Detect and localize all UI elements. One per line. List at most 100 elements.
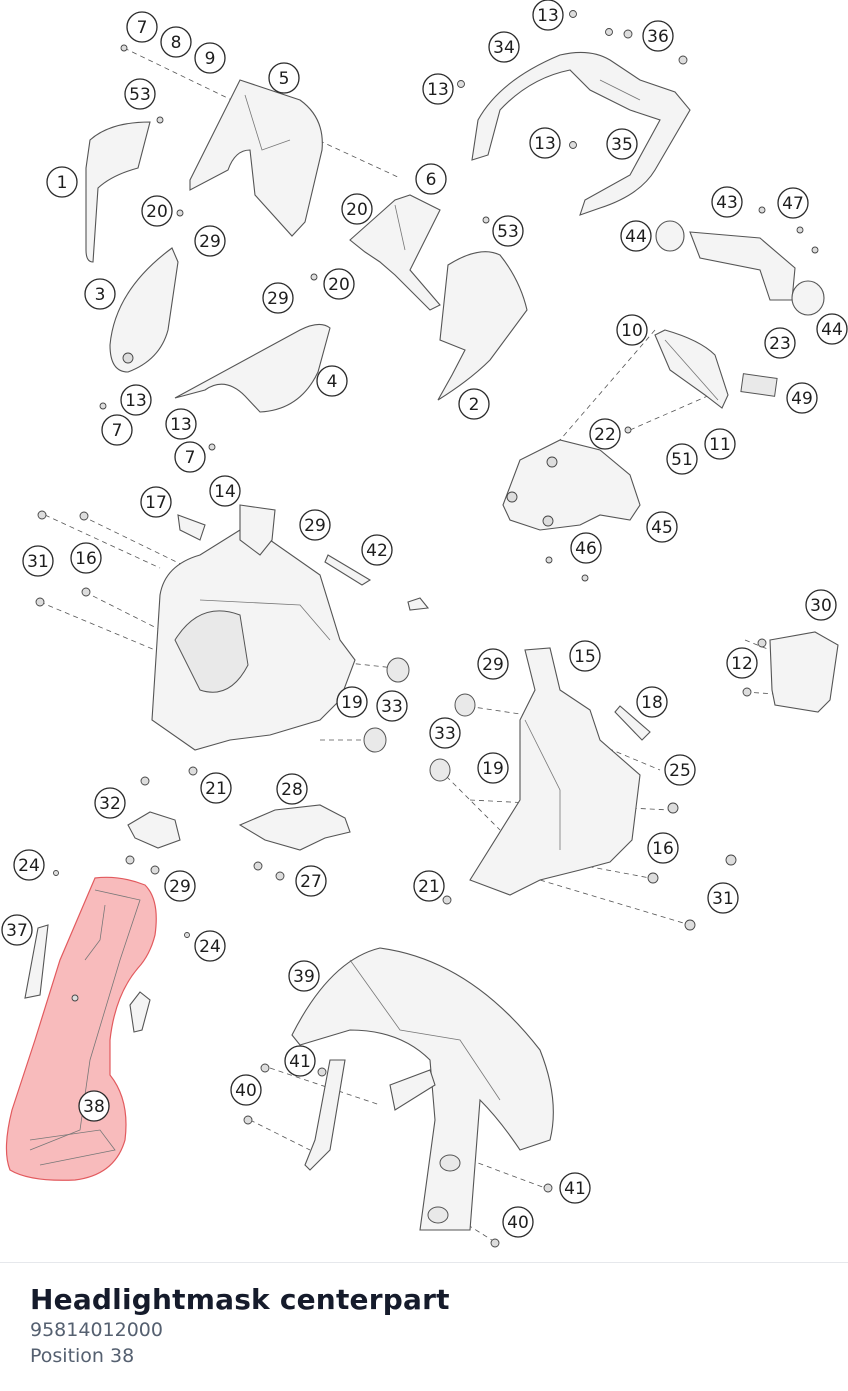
callout-label: 28 (281, 780, 303, 800)
callout-c13d: 13 (120, 384, 152, 416)
callout-label: 44 (821, 320, 843, 340)
callout-c20c: 20 (341, 193, 373, 225)
callout-c16a: 16 (70, 542, 102, 574)
callout-c53b: 53 (492, 215, 524, 247)
callout-c30: 30 (805, 589, 837, 621)
callout-label: 31 (27, 552, 49, 572)
callout-c24b: 24 (194, 930, 226, 962)
callout-label: 18 (641, 693, 663, 713)
callout-label: 27 (300, 872, 322, 892)
callout-c3: 3 (84, 278, 116, 310)
callout-label: 7 (185, 448, 196, 468)
headlightmask-centerpart-highlight[interactable] (5, 876, 157, 1181)
callout-label: 40 (507, 1213, 529, 1233)
front-fender (243, 947, 554, 1248)
part-info-panel: Headlightmask centerpart 95814012000 Pos… (0, 1262, 848, 1391)
callout-label: 53 (129, 85, 151, 105)
callout-label: 33 (434, 724, 456, 744)
callout-label: 16 (75, 549, 97, 569)
callout-c33a: 33 (376, 690, 408, 722)
callout-label: 21 (418, 877, 440, 897)
callout-label: 45 (651, 518, 673, 538)
callout-label: 31 (712, 889, 734, 909)
callout-label: 25 (669, 761, 691, 781)
callout-label: 47 (782, 194, 804, 214)
callout-c12: 12 (726, 647, 758, 679)
callout-label: 35 (611, 135, 633, 155)
callout-label: 38 (83, 1097, 105, 1117)
grab-handle (457, 10, 691, 216)
callout-label: 29 (169, 877, 191, 897)
callout-label: 10 (621, 321, 643, 341)
callout-c9: 9 (194, 42, 226, 74)
callout-c41b: 41 (559, 1172, 591, 1204)
callout-c8: 8 (160, 26, 192, 58)
callout-label: 32 (99, 794, 121, 814)
bracket-28 (238, 804, 351, 851)
fairing-panel-3 (109, 247, 179, 373)
callout-c15: 15 (569, 640, 601, 672)
fairing-panel-2 (437, 251, 528, 401)
clip-32 (127, 811, 181, 849)
callout-label: 12 (731, 654, 753, 674)
fairing-panel-5 (189, 79, 323, 237)
callout-c33b: 33 (429, 717, 461, 749)
callout-c40a: 40 (230, 1074, 262, 1106)
callout-c42: 42 (361, 534, 393, 566)
callout-label: 46 (575, 539, 597, 559)
callout-c22: 22 (589, 418, 621, 450)
callout-c40b: 40 (502, 1206, 534, 1238)
callout-c7c: 7 (174, 441, 206, 473)
callout-c23: 23 (764, 327, 796, 359)
callout-label: 41 (289, 1052, 311, 1072)
callout-c2: 2 (458, 388, 490, 420)
callout-label: 19 (482, 759, 504, 779)
callout-c32: 32 (94, 787, 126, 819)
callout-label: 34 (493, 38, 515, 58)
callout-c38[interactable]: 38 (78, 1090, 110, 1122)
switch-unit-30 (742, 631, 839, 713)
callout-c7b: 7 (101, 414, 133, 446)
callout-label: 7 (137, 18, 148, 38)
callout-label: 14 (214, 482, 236, 502)
callout-label: 11 (709, 435, 731, 455)
callout-c13e: 13 (165, 408, 197, 440)
callout-label: 37 (6, 921, 28, 941)
callout-label: 4 (327, 372, 338, 392)
callout-c1: 1 (46, 166, 78, 198)
callout-label: 8 (171, 33, 182, 53)
callout-label: 21 (205, 779, 227, 799)
callout-c21b: 21 (413, 870, 445, 902)
licence-plate-light (655, 206, 825, 316)
callout-c29d: 29 (477, 648, 509, 680)
callout-label: 13 (170, 415, 192, 435)
callout-label: 13 (537, 6, 559, 26)
callout-label: 29 (199, 232, 221, 252)
callout-c29a: 29 (194, 225, 226, 257)
callout-label: 13 (125, 391, 147, 411)
callout-label: 7 (112, 421, 123, 441)
callout-c19a: 19 (336, 686, 368, 718)
callout-c4: 4 (316, 365, 348, 397)
callout-label: 17 (145, 493, 167, 513)
callout-label: 24 (199, 937, 221, 957)
callout-c46: 46 (570, 532, 602, 564)
callout-label: 9 (205, 49, 216, 69)
callout-label: 19 (341, 693, 363, 713)
callout-label: 36 (647, 27, 669, 47)
callout-label: 33 (381, 697, 403, 717)
callout-c34: 34 (488, 31, 520, 63)
callout-label: 29 (482, 655, 504, 675)
callout-c41a: 41 (284, 1045, 316, 1077)
callout-c45: 45 (646, 511, 678, 543)
callout-c20b: 20 (323, 268, 355, 300)
fairing-panel-4 (174, 323, 331, 413)
callout-label: 20 (146, 202, 168, 222)
callout-label: 6 (426, 170, 437, 190)
callout-label: 13 (534, 134, 556, 154)
callout-c29e: 29 (164, 870, 196, 902)
callout-c17: 17 (140, 486, 172, 518)
callout-label: 40 (235, 1081, 257, 1101)
callout-c44a: 44 (620, 220, 652, 252)
